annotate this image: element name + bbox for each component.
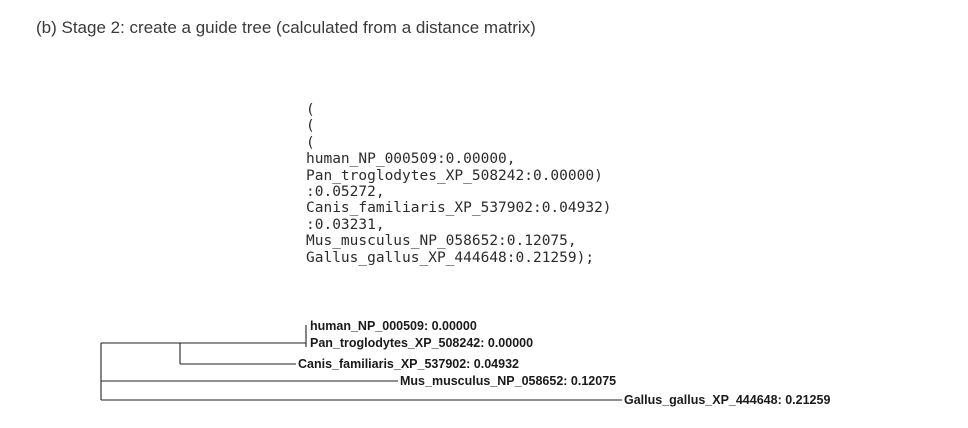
newick-line: Pan_troglodytes_XP_508242:0.00000)	[306, 167, 603, 184]
newick-line: (	[306, 118, 315, 135]
tree-label-canis: Canis_familiaris_XP_537902: 0.04932	[298, 357, 519, 371]
newick-line: (	[306, 102, 315, 118]
newick-line: (	[306, 134, 315, 151]
newick-line: human_NP_000509:0.00000,	[306, 151, 516, 168]
figure-caption: (b) Stage 2: create a guide tree (calcul…	[36, 18, 536, 37]
newick-line: Canis_familiaris_XP_537902:0.04932)	[306, 200, 612, 217]
newick-line: Mus_musculus_NP_058652:0.12075,	[306, 233, 577, 250]
tree-label-mus: Mus_musculus_NP_058652: 0.12075	[400, 374, 616, 388]
newick-line: :0.03231,	[306, 216, 385, 233]
tree-label-pan: Pan_troglodytes_XP_508242: 0.00000	[310, 336, 533, 350]
tree-label-gallus: Gallus_gallus_XP_444648: 0.21259	[624, 393, 830, 407]
newick-line: :0.05272,	[306, 183, 385, 200]
newick-text-block: (((human_NP_000509:0.00000,Pan_troglodyt…	[306, 102, 612, 266]
tree-label-human: human_NP_000509: 0.00000	[310, 319, 477, 333]
newick-line: Gallus_gallus_XP_444648:0.21259);	[306, 249, 595, 266]
